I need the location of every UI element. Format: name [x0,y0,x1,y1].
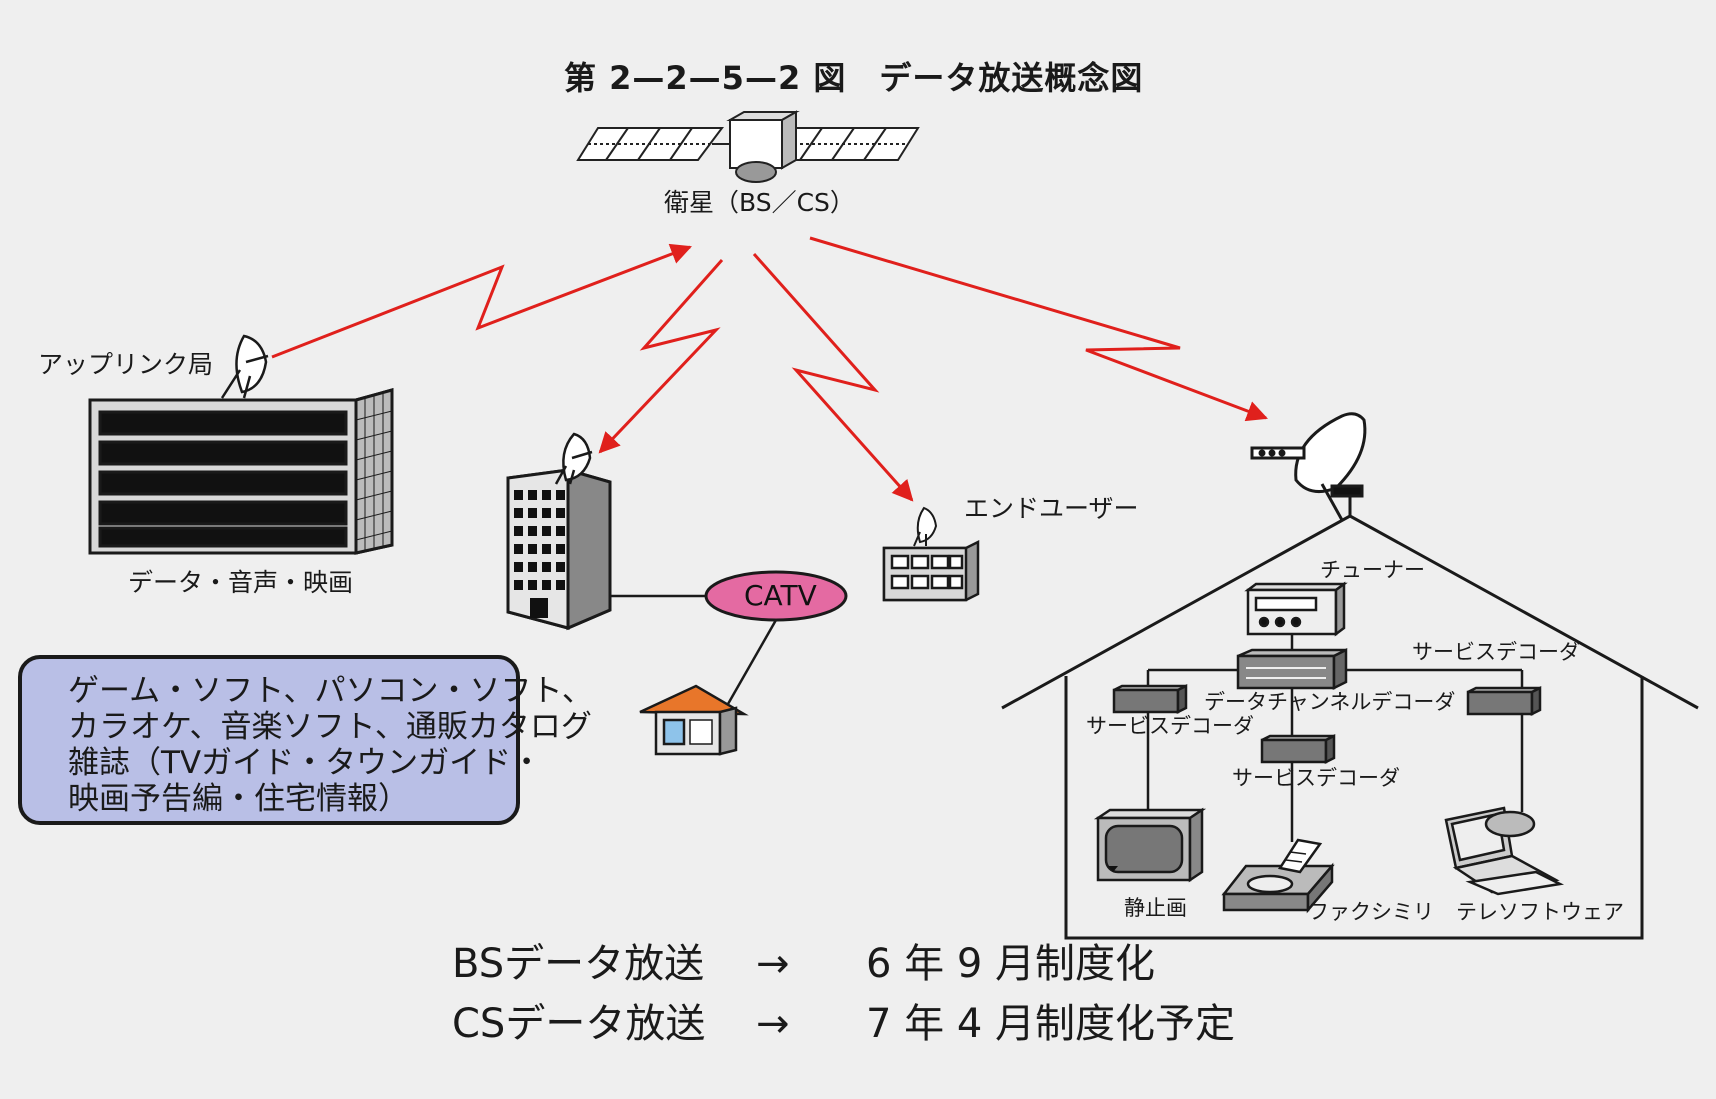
schedule-bs-service: BSデータ放送 [452,941,705,987]
content-line: 雑誌（TVガイド・タウンガイド・ [68,745,543,781]
home-signal-arrow [809,236,1268,422]
data-channel-decoder-label: データチャンネルデコーダ [1204,690,1456,714]
broadcast-content-box: ゲーム・ソフト、パソコン・ソフト、 カラオケ、音楽ソフト、通販カタログ 雑誌（T… [18,655,593,825]
uplink-station-building [88,388,394,555]
diagram-title: 第 2—2—5—2 図 データ放送概念図 [564,59,1144,97]
catv-ellipse [704,570,848,622]
content-line: 映画予告編・住宅情報） [68,781,409,817]
tuner-device-icon [1244,581,1348,637]
cable-head-building [506,468,612,631]
schedule-bs-date: 6 年 9 月制度化 [866,941,1156,987]
catv-house-line [726,619,778,705]
service-decoder-left-label: サービスデコーダ [1086,714,1254,738]
cable-head-signal-arrow [598,259,724,454]
end-user-label: エンドユーザー [964,494,1139,523]
schedule-bs-arrow: → [756,941,790,987]
service-decoder-left-icon [1112,683,1188,715]
telesoftware-label: テレソフトウェア [1456,900,1624,924]
home-house-outline [1001,496,1699,940]
uplink-dish-icon [220,334,269,399]
catv-subscriber-house-icon [639,684,749,756]
end-user-building-icon [882,539,980,602]
service-decoder-right-label: サービスデコーダ [1412,640,1580,664]
data-channel-decoder-device-icon [1236,647,1348,691]
end-user-signal-arrow [752,253,914,502]
service-decoder-center-icon [1260,733,1336,765]
schedule-cs-date: 7 年 4 月制度化予定 [866,1001,1236,1047]
cable-head-dish-icon [554,432,593,485]
content-line: ゲーム・ソフト、パソコン・ソフト、 [68,673,593,709]
uplink-signal-arrow [271,243,692,359]
still-image-label: 静止画 [1124,896,1187,920]
end-user-dish-icon [913,506,938,547]
schedule-cs-arrow: → [756,1001,790,1047]
facsimile-icon [1221,838,1335,914]
home-dish-icon [1250,412,1367,521]
tuner-label: チューナー [1320,558,1425,582]
computer-icon [1444,806,1565,896]
uplink-station-label: アップリンク局 [38,350,214,379]
uplink-content-label: データ・音声・映画 [128,568,354,597]
schedule-cs-service: CSデータ放送 [452,1001,706,1047]
service-decoder-center-label: サービスデコーダ [1232,766,1400,790]
satellite-label: 衛星（BS／CS） [664,188,855,217]
television-icon [1093,807,1207,883]
service-decoder-right-icon [1466,685,1542,717]
signal-arrows [271,236,1268,502]
satellite-icon [576,110,920,183]
content-line: カラオケ、音楽ソフト、通販カタログ [68,709,592,745]
catv-label: CATV [744,579,817,612]
facsimile-label: ファクシミリ [1308,900,1434,924]
